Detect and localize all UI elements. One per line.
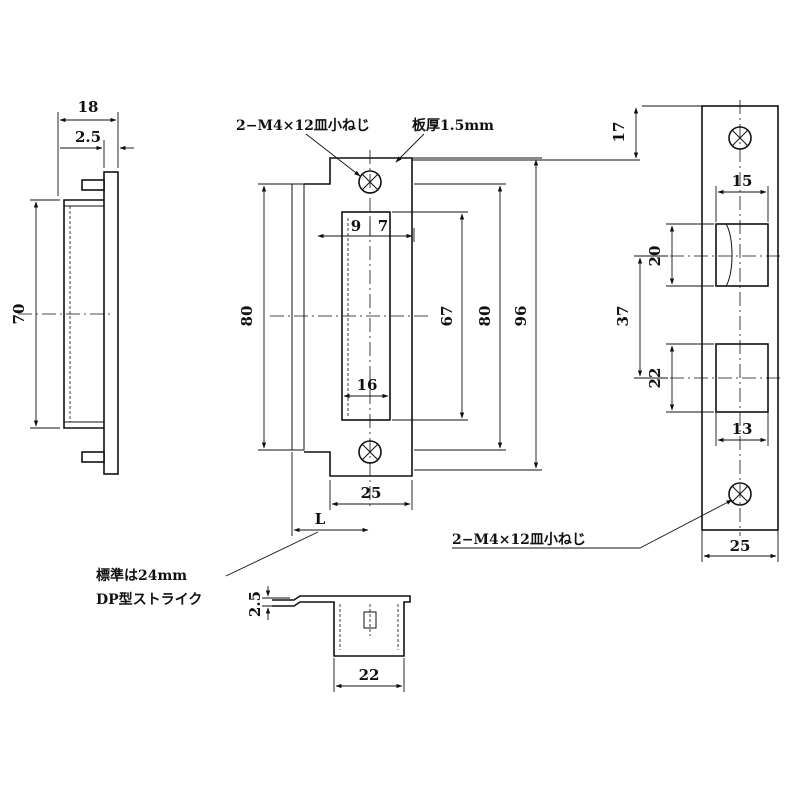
plate-thickness-note: 板厚1.5mm xyxy=(412,117,494,134)
dim-2-5-side: 2.5 xyxy=(75,128,101,146)
dim-17: 17 xyxy=(610,122,628,143)
side-flange xyxy=(103,171,119,475)
dim-22-lock: 22 xyxy=(646,368,664,389)
side-view: 18 2.5 70 xyxy=(10,98,134,475)
strike-type-label: DP型ストライク xyxy=(96,591,202,608)
dim-96: 96 xyxy=(512,306,530,327)
bottom-view: 2.5 22 xyxy=(246,586,411,692)
dim-18: 18 xyxy=(78,98,99,116)
side-box xyxy=(63,199,104,429)
dim-l: L xyxy=(315,510,326,528)
dim-13: 13 xyxy=(732,420,753,438)
bottom-section xyxy=(272,595,411,657)
dim-25-center: 25 xyxy=(361,484,382,502)
dim-15: 15 xyxy=(732,172,753,190)
dim-7: 7 xyxy=(378,217,388,235)
dim-70: 70 xyxy=(10,304,28,325)
dim-16: 16 xyxy=(357,376,378,394)
dim-80-left: 80 xyxy=(238,306,256,327)
dim-25-right: 25 xyxy=(730,537,751,555)
lock-screw-top xyxy=(728,126,752,150)
dim-22-bottom: 22 xyxy=(359,666,380,684)
lock-face-view: 17 15 20 37 22 13 2−M4×12皿小ねじ xyxy=(412,100,780,562)
dim-2-5-bottom: 2.5 xyxy=(246,591,264,617)
dim-80-right: 80 xyxy=(476,306,494,327)
side-tab-top xyxy=(81,179,105,191)
lock-screw-bottom xyxy=(728,482,752,506)
strike-lip xyxy=(291,183,305,451)
strike-plate-outline xyxy=(304,157,413,477)
latch-bolt xyxy=(715,223,769,287)
dim-9: 9 xyxy=(351,217,361,235)
dim-37: 37 xyxy=(614,306,632,327)
standard-note: 標準は24mm xyxy=(96,567,187,584)
front-strike-view: 2−M4×12皿小ねじ 板厚1.5mm 9 7 80 67 80 96 1 xyxy=(96,117,542,608)
screw-note-right: 2−M4×12皿小ねじ xyxy=(452,532,586,548)
side-tab-bottom xyxy=(81,451,105,463)
screw-note-center: 2−M4×12皿小ねじ xyxy=(236,118,370,134)
dim-67: 67 xyxy=(438,306,456,327)
